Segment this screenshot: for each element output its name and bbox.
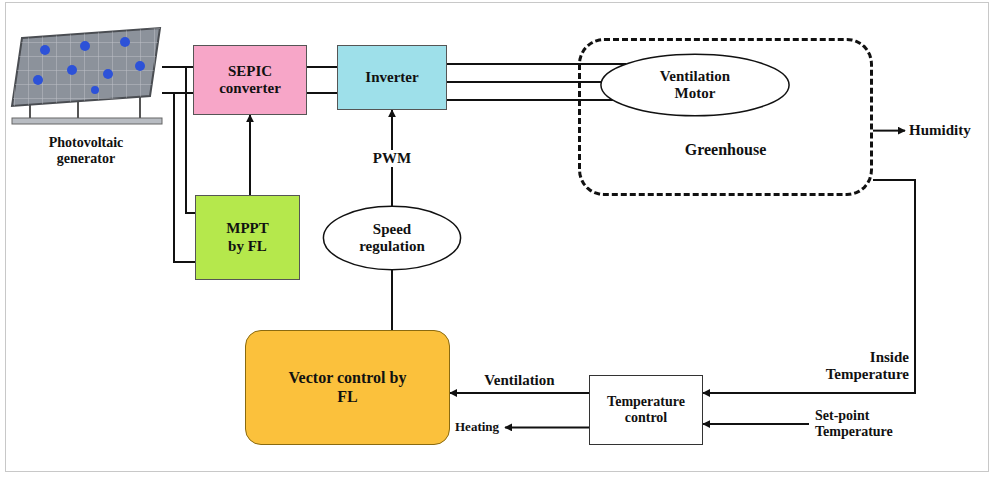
node-text: Vector control by FL (285, 369, 410, 406)
node-text: Greenhouse (685, 141, 766, 159)
signal-arrow (873, 130, 905, 132)
node-text: Ventilation Motor (640, 68, 750, 103)
connector (307, 67, 337, 93)
connector (162, 67, 193, 93)
signal-label: Heating (455, 420, 499, 435)
node-text: MPPT by FL (220, 220, 275, 255)
connector (447, 64, 626, 100)
edge-label: PWM (370, 150, 414, 167)
node-text: Temperature control (596, 394, 696, 426)
signal-arrow (505, 426, 589, 428)
signal-arrow (703, 423, 809, 425)
process-box: SEPIC converter (193, 45, 307, 115)
ellipse-node: Speed regulation (322, 205, 462, 271)
connector (450, 392, 589, 394)
edge-label: Inside Temperature (809, 349, 909, 384)
connector (391, 270, 393, 330)
signal-label: Set-point Temperature (815, 408, 925, 440)
edge-label: Ventilation (484, 372, 554, 389)
process-box: Inverter (337, 45, 447, 110)
connector (703, 180, 915, 393)
connector (249, 115, 251, 195)
ellipse-node: Ventilation Motor (599, 53, 791, 117)
node-text: Speed regulation (345, 221, 440, 256)
connector (162, 67, 195, 262)
process-box: Vector control by FL (245, 330, 450, 445)
process-box: Temperature control (589, 375, 703, 445)
signal-label: Humidity (909, 122, 971, 139)
node-text: Inverter (365, 69, 418, 86)
process-box: MPPT by FL (195, 195, 300, 280)
node-text: Photovoltaic generator (26, 135, 146, 167)
pv-generator: Photovoltaic generator (10, 22, 162, 167)
greenhouse-region: Greenhouse Ventilation Motor (578, 38, 873, 196)
node-text: SEPIC converter (209, 63, 291, 98)
